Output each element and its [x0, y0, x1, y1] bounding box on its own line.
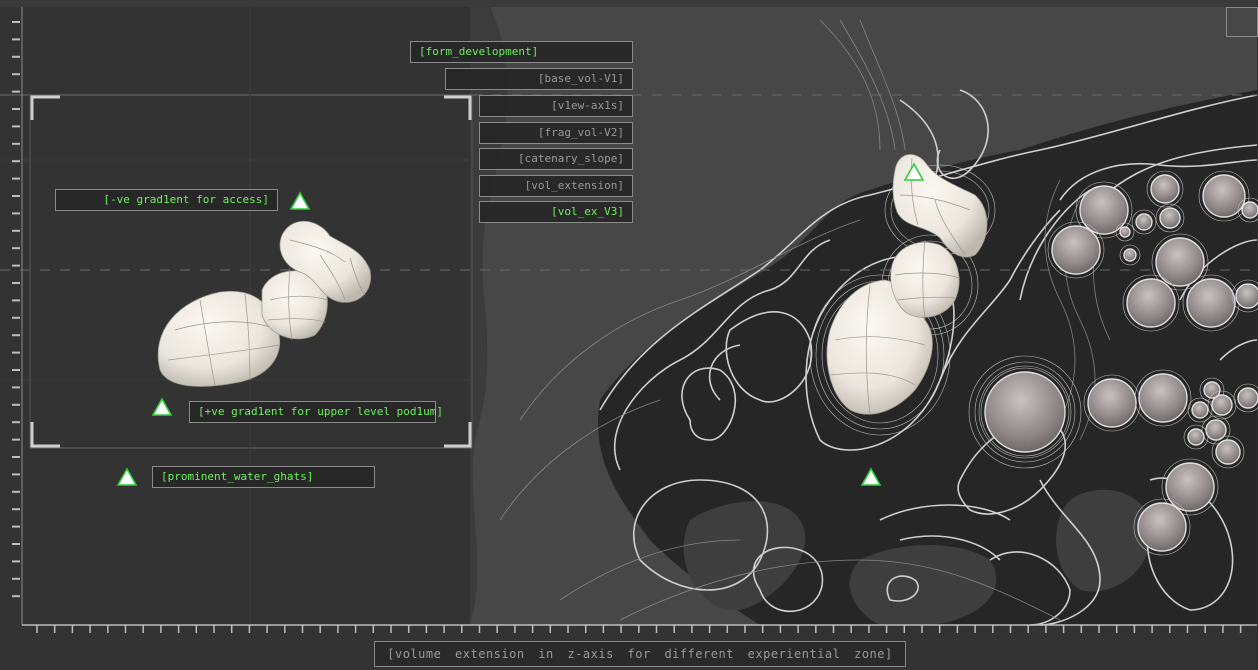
sphere-ring [1122, 274, 1180, 332]
sphere-ring [1131, 209, 1157, 235]
sphere-ring [1231, 279, 1258, 313]
sphere-ring [1183, 424, 1209, 450]
sphere [1237, 387, 1258, 409]
sphere [1187, 428, 1205, 446]
sphere-ring [1119, 244, 1141, 266]
sphere [1186, 278, 1236, 328]
sphere [1150, 174, 1180, 204]
sphere [1087, 378, 1137, 428]
triangle-marker-icon [289, 191, 311, 210]
sphere [1155, 237, 1205, 287]
menu-item-vol-ex-v3[interactable]: [vol_ex_V3] [479, 201, 633, 223]
sphere-ring [1151, 233, 1209, 291]
menu-item-frag-vol[interactable]: [frag_vol-V2] [479, 122, 633, 144]
sphere [1215, 439, 1241, 465]
sphere-ring [1198, 170, 1250, 222]
bottom-ruler [36, 625, 1242, 633]
sphere-ring [1201, 415, 1231, 445]
sphere [1119, 226, 1131, 238]
top-strip [0, 0, 1257, 7]
sphere-ring [1211, 435, 1245, 469]
sphere [1135, 213, 1153, 231]
sphere-ring [1237, 197, 1258, 223]
sphere-ring [1075, 181, 1133, 239]
menu-item-view-axis[interactable]: [v1ew-ax1s] [479, 95, 633, 117]
triangle-marker-icon [903, 162, 925, 181]
form-volumes-left [157, 220, 371, 387]
sphere [1138, 373, 1188, 423]
sphere [1202, 174, 1246, 218]
sphere [1165, 462, 1215, 512]
sphere-ring [1146, 170, 1184, 208]
sphere [1203, 381, 1221, 399]
annotation-podium-gradient: [+ve grad1ent for upper level pod1um] [189, 401, 443, 423]
triangle-marker-icon [116, 162, 925, 486]
menu-item-catenary-slope[interactable]: [catenary_slope] [479, 148, 633, 170]
sphere-ring [980, 367, 1070, 457]
window-frame-button[interactable] [1226, 7, 1258, 37]
sphere [1123, 248, 1137, 262]
menu-item-vol-extension[interactable]: [vol_extension] [479, 175, 633, 197]
sphere-ring [1047, 221, 1105, 279]
triangle-marker-icon [116, 467, 138, 486]
sphere-ring [1115, 222, 1135, 242]
sphere-ring [1233, 383, 1258, 413]
sphere [1079, 185, 1129, 235]
sphere [1159, 207, 1181, 229]
sphere [1235, 283, 1258, 309]
sphere [1137, 502, 1187, 552]
sphere [1241, 201, 1258, 219]
sphere [1051, 225, 1101, 275]
tag-form-development[interactable]: [form_development] [410, 41, 633, 63]
caption-bar: [volume extension in z-axis for differen… [374, 641, 906, 667]
sphere-ring [1134, 369, 1192, 427]
left-ruler [12, 21, 20, 598]
sphere-ring [1187, 397, 1213, 423]
sphere [1191, 401, 1209, 419]
sphere [1211, 394, 1233, 416]
annotation-water-ghats: [prominent_water_ghats] [152, 466, 375, 488]
sphere [1126, 278, 1176, 328]
triangle-marker-icon [151, 397, 173, 416]
menu-item-base-vol[interactable]: [base_vol-V1] [445, 68, 633, 90]
corner-bracket-icon [30, 95, 472, 448]
water-spheres [980, 170, 1258, 556]
sphere-ring [1155, 203, 1185, 233]
annotation-access-gradient: [-ve grad1ent for access] [55, 189, 278, 211]
sphere-ring [1133, 498, 1191, 556]
triangle-marker-icon [860, 467, 882, 486]
sphere [984, 371, 1066, 453]
sphere-ring [1161, 458, 1219, 516]
